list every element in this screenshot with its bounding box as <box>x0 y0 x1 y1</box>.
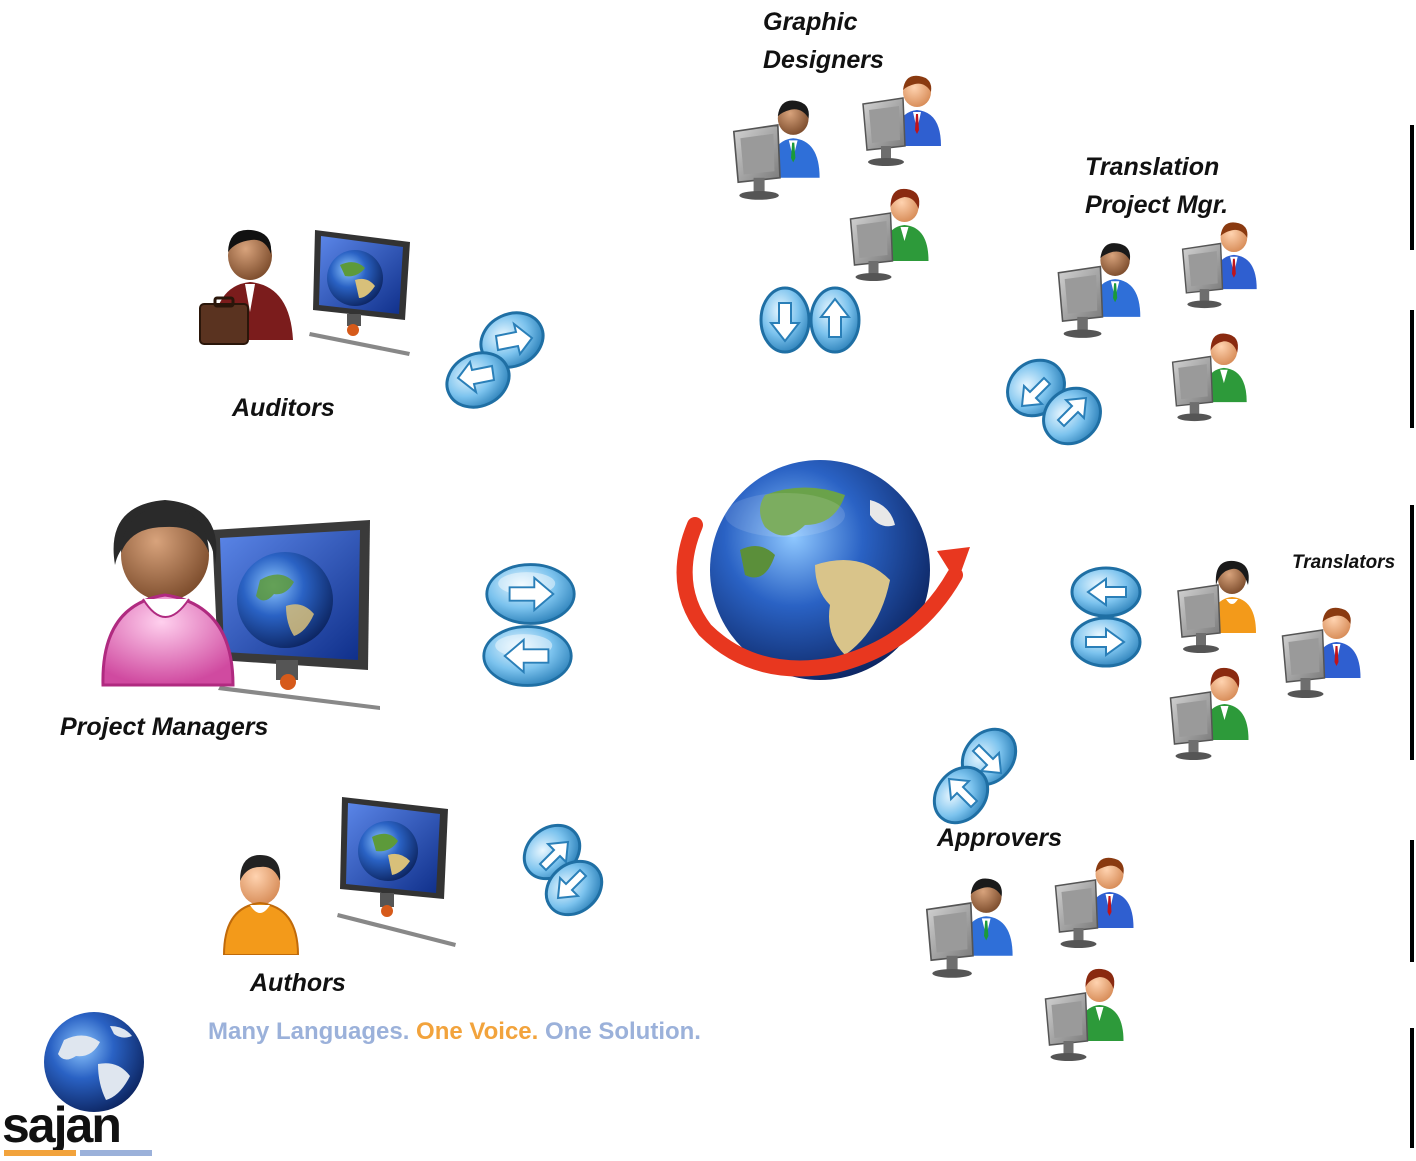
label-translation-pm-line1: Translation <box>1085 153 1220 181</box>
label-translators: Translators <box>1292 552 1396 573</box>
edge-divider <box>1410 310 1414 428</box>
tagline-part2: One Voice. <box>416 1018 539 1045</box>
translator-user-icon <box>1177 560 1257 654</box>
project-manager-person-icon <box>101 500 235 687</box>
auditor-icon <box>199 229 410 356</box>
designer-exchange-arrows-icon <box>759 286 861 354</box>
auditor-exchange-arrows-icon <box>445 311 545 409</box>
label-approvers: Approvers <box>937 824 1063 852</box>
label-auditors: Auditors <box>232 394 335 422</box>
approver-user-icon <box>925 877 1014 979</box>
tagline-part1: Many Languages. <box>208 1018 410 1045</box>
edge-divider <box>1410 125 1414 250</box>
pm-exchange-right-arrow-icon <box>485 563 576 625</box>
edge-divider <box>1410 505 1414 760</box>
author-exchange-arrows-icon <box>522 823 604 917</box>
sajan-logo-text: sajan <box>2 1097 122 1153</box>
label-project-managers: Project Managers <box>60 713 269 741</box>
label-authors: Authors <box>250 969 346 997</box>
approver-user-icon <box>1054 856 1135 949</box>
translation-pm-exchange-arrows-icon <box>1006 358 1102 446</box>
label-translation-pm-line2: Project Mgr. <box>1085 191 1229 219</box>
translation-pm-user-icon <box>1181 221 1258 309</box>
translator-user-icon <box>1281 606 1362 699</box>
translation-pm-user-icon <box>1171 332 1248 422</box>
translator-user-icon <box>1169 667 1250 761</box>
graphic-designer-user-icon <box>732 99 821 201</box>
sajan-globe-logo-icon <box>44 1012 144 1112</box>
graphic-designer-user-icon <box>862 75 942 167</box>
edge-divider <box>1410 840 1414 962</box>
label-translation-pm: Translation Project Mgr. <box>1085 148 1228 224</box>
pm-exchange-left-arrow-icon <box>482 625 573 687</box>
graphic-designer-user-icon <box>849 188 930 282</box>
tagline: Many Languages. One Voice. One Solution. <box>208 1018 701 1046</box>
approver-user-icon <box>1044 968 1125 1062</box>
label-graphic-designers-line1: Graphic <box>763 8 858 36</box>
translation-pm-user-icon <box>1057 242 1142 339</box>
logo-underline-orange <box>4 1150 76 1156</box>
label-graphic-designers: Graphic Designers <box>763 3 884 79</box>
approver-exchange-arrows-icon <box>932 727 1018 825</box>
central-globe-icon <box>676 460 970 680</box>
author-icon <box>222 797 456 955</box>
logo-underline-blue <box>80 1150 152 1156</box>
tagline-part3: One Solution. <box>544 1018 701 1045</box>
label-graphic-designers-line2: Designers <box>763 46 884 74</box>
translators-exchange-arrows-icon <box>1070 566 1142 668</box>
edge-divider <box>1410 1028 1414 1148</box>
